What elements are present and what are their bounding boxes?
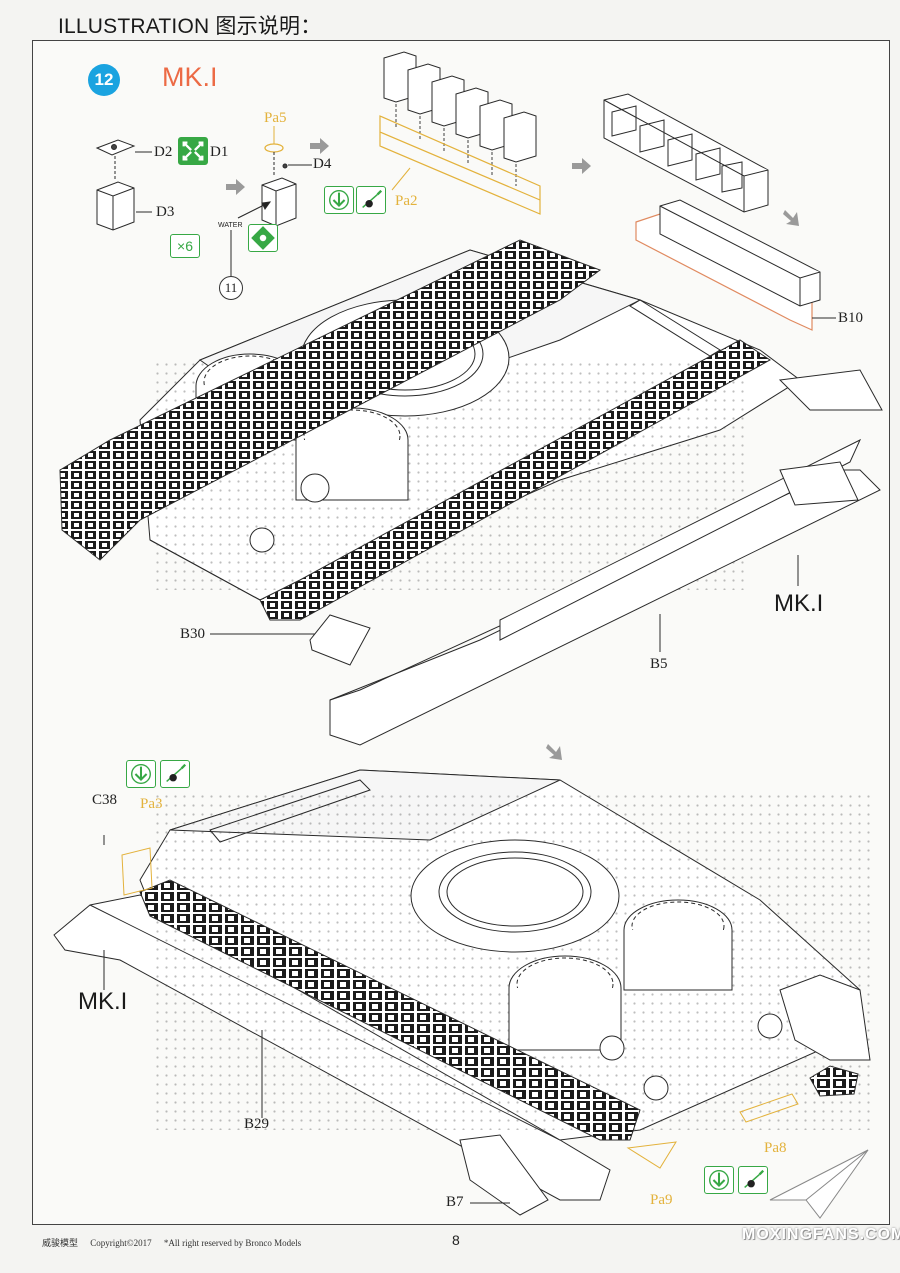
part-label-pa3: Pa3 (140, 796, 163, 812)
part-label-b29: B29 (244, 1116, 270, 1132)
jerrycan-rack-assembly (379, 51, 541, 215)
lower-tank (53, 769, 871, 1216)
part-label-pa8: Pa8 (764, 1140, 787, 1156)
glue-down-icon (324, 186, 354, 214)
part-label-b5: B5 (650, 656, 668, 672)
page-header: ILLUSTRATION 图示说明： (58, 15, 322, 38)
footer-copyright: 威骏模型 Copyright©2017 *All right reserved … (42, 1236, 311, 1249)
part-label-d2: D2 (154, 144, 173, 160)
glue-bottle-icon-bottom (738, 1166, 768, 1194)
site-watermark: MOXINGFANS.COM (742, 1226, 900, 1243)
jerrycan-subassembly (95, 139, 152, 231)
part-label-b30: B30 (180, 626, 206, 642)
upper-tank (59, 239, 883, 746)
footer-brand: 威骏模型 (42, 1238, 79, 1248)
paper-plane-watermark (769, 1149, 869, 1219)
jerrycan-with-photoetch (230, 126, 312, 276)
part-label-pa2: Pa2 (395, 193, 418, 209)
footer-copyright-year: Copyright©2017 (90, 1238, 152, 1248)
glue-bottle-icon (356, 186, 386, 214)
assemble-both-sides-icon (178, 137, 208, 165)
lower-leader-lines (103, 835, 510, 1204)
direction-arrows (226, 138, 799, 760)
water-marking-label: WATER (218, 222, 243, 229)
rack-on-b10 (635, 199, 836, 331)
glue-down-icon-lower (126, 760, 156, 788)
upper-leader-lines (210, 555, 799, 652)
callout-11: 11 (219, 276, 243, 300)
variant-label-lower: MK.I (78, 988, 128, 1015)
part-label-d3: D3 (156, 204, 175, 220)
step-variant-title: MK.I (162, 62, 218, 92)
variant-label-upper: MK.I (774, 590, 824, 617)
part-label-b7: B7 (446, 1194, 464, 1210)
glue-bottle-icon-lower (160, 760, 190, 788)
quantity-badge: ×6 (170, 234, 200, 258)
page-number: 8 (452, 1232, 460, 1248)
part-label-c38: C38 (92, 792, 118, 808)
part-label-pa5: Pa5 (264, 110, 287, 126)
lower-photoetch (121, 779, 799, 1169)
finished-rack (603, 93, 769, 213)
step-number-badge: 12 (88, 64, 120, 96)
part-label-d4: D4 (313, 156, 332, 172)
glue-down-icon-bottom (704, 1166, 734, 1194)
part-label-b10: B10 (838, 310, 864, 326)
part-label-d1: D1 (210, 144, 229, 160)
part-label-pa9: Pa9 (650, 1192, 673, 1208)
water-decal-icon (248, 224, 278, 252)
footer-rights: *All right reserved by Bronco Models (163, 1238, 302, 1248)
